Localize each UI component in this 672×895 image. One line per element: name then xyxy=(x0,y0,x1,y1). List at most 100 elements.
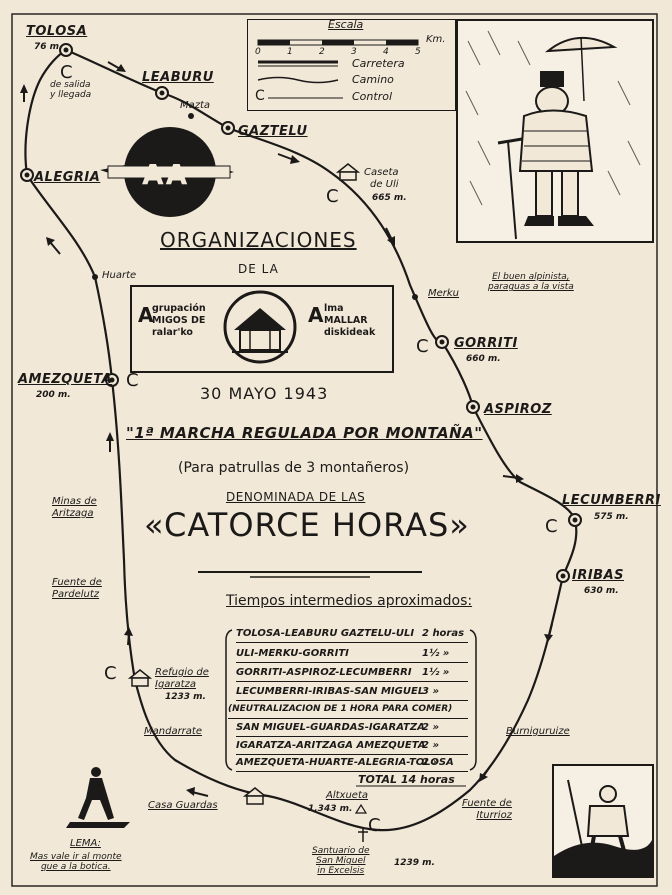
patrol-note: (Para patrullas de 3 montañeros) xyxy=(178,460,410,476)
arrow-gaztelu-uli xyxy=(277,153,300,164)
legend-control: Control xyxy=(352,90,393,103)
fuente-pardelutz-label: Fuente de Pardelutz xyxy=(52,577,102,600)
tick-1: 1 xyxy=(287,47,293,57)
control-marker: C xyxy=(326,186,339,207)
divider-rule xyxy=(198,571,422,578)
mazta-label: Mazta xyxy=(180,100,211,111)
arrow-alegria-north xyxy=(46,237,61,255)
direction-arrows xyxy=(20,61,553,797)
org-title: ORGANIZACIONES xyxy=(160,228,357,252)
merku-dot xyxy=(412,294,418,300)
control-marker: C xyxy=(416,336,429,357)
logo-right-line-3: diskideak xyxy=(324,327,376,338)
merku-label: Merku xyxy=(428,288,460,299)
aspiroz-dot-core xyxy=(470,404,476,410)
legend-title: Escala xyxy=(328,18,364,31)
minas-label: Minas de Aritzaga xyxy=(52,496,97,519)
arrow-west-north xyxy=(20,84,28,102)
lema-title: LEMA: xyxy=(70,838,101,849)
caseta-alt: 665 m. xyxy=(372,193,407,203)
tiempos-row: TOLOSA-LEABURU GAZTELU-ULI 2 horas xyxy=(236,628,468,643)
town-lecumberri-alt: 575 m. xyxy=(594,512,629,522)
leaburu-dot-core xyxy=(159,90,165,96)
map-border xyxy=(11,13,658,887)
logo-right: A xyxy=(308,305,323,326)
tiempos-row: ULI-MERKU-GORRITI 1½ » xyxy=(236,648,468,663)
control-marker: C xyxy=(104,663,117,684)
climber-drawing xyxy=(554,779,652,876)
huarte-label: Huarte xyxy=(102,270,137,281)
tiempos-value: 1½ » xyxy=(422,667,450,678)
santuario-cross-icon xyxy=(358,828,368,842)
tolosa-dot-core xyxy=(63,47,69,53)
logo-right-line-1: lma xyxy=(324,303,344,314)
event-date: 30 MAYO 1943 xyxy=(200,384,329,403)
town-alegria: ALEGRIA xyxy=(34,170,101,185)
town-tolosa: TOLOSA xyxy=(26,24,88,39)
tiempos-value: 3 » xyxy=(422,686,439,697)
altxueta-alt: 1.343 m. xyxy=(308,804,353,814)
denominada-text: DENOMINADA DE LAS xyxy=(226,490,366,504)
arrow-burniguruize xyxy=(479,764,492,782)
arrow-igaratza-north xyxy=(124,627,133,646)
casa-guardas-label: Casa Guardas xyxy=(148,800,218,811)
tiempos-value: 2 » xyxy=(422,740,439,751)
town-amezqueta-alt: 200 m. xyxy=(36,390,71,400)
arrow-uli-merku xyxy=(385,227,395,246)
tiempos-total: TOTAL 14 horas xyxy=(358,773,455,786)
arrow-aspiroz-lecumberri xyxy=(502,474,524,483)
tiempos-value: 2 » xyxy=(422,757,439,768)
santuario-alt: 1239 m. xyxy=(394,858,435,868)
tiempos-title: Tiempos intermedios aproximados: xyxy=(226,593,473,609)
logo-right-cap: A xyxy=(308,303,324,327)
emblem-letters: AA xyxy=(142,158,190,191)
logo-right-line-2: MALLAR xyxy=(324,315,368,326)
climber-illustration xyxy=(552,764,654,878)
tiempos-route: IGARATZA-ARITZAGA AMEZQUETA xyxy=(236,740,426,751)
legend-unit: Km. xyxy=(426,34,446,45)
town-aspiroz: ASPIROZ xyxy=(484,402,552,417)
caseta-label: Caseta de Uli xyxy=(364,167,399,190)
logo-left-line-3: ralar'ko xyxy=(152,327,193,338)
legend-camino: Camino xyxy=(352,73,394,86)
logo-right-lines: lma MALLAR diskideak xyxy=(324,303,375,339)
legend-control-symbol: C xyxy=(255,88,265,104)
logo-left-lines: grupación MIGOS DE ralar'ko xyxy=(152,303,206,339)
logo-left-line-2: MIGOS DE xyxy=(152,315,206,326)
logo-left-line-1: grupación xyxy=(152,303,206,314)
tiempos-route: AMEZQUETA-HUARTE-ALEGRIA-TOLOSA xyxy=(236,757,454,768)
huarte-dot xyxy=(92,274,98,280)
de-la-text: DE LA xyxy=(238,262,279,276)
legend-carretera: Carretera xyxy=(352,57,405,70)
tiempos-route: LECUMBERRI-IRIBAS-SAN MIGUEL xyxy=(236,686,425,697)
santuario-label: Santuario de San Miguel in Excelsis xyxy=(312,846,370,876)
town-gorriti-alt: 660 m. xyxy=(466,354,501,364)
alpinist-caption: El buen alpinista, paraguas a la vista xyxy=(488,272,574,292)
tiempos-value: 2 horas xyxy=(422,628,465,639)
tick-4: 4 xyxy=(383,47,389,57)
tiempos-route: ULI-MERKU-GORRITI xyxy=(236,648,349,659)
tiempos-route: SAN MIGUEL-GUARDAS-IGARATZA xyxy=(236,722,425,733)
town-tolosa-alt: 76 m. xyxy=(34,42,63,52)
logo-left-cap: A xyxy=(138,303,154,327)
lecumberri-dot-core xyxy=(572,517,578,523)
tick-0: 0 xyxy=(255,47,261,57)
tiempos-value: 1½ » xyxy=(422,648,450,659)
control-marker: C xyxy=(126,370,139,391)
tiempos-row: (NEUTRALIZACION DE 1 HORA PARA COMER) xyxy=(228,704,468,719)
tiempos-route: TOLOSA-LEABURU GAZTELU-ULI xyxy=(236,628,415,639)
arrow-casa-guardas xyxy=(186,787,209,797)
route-path xyxy=(24,48,578,832)
hut-emblem xyxy=(223,290,297,364)
refugio-alt: 1233 m. xyxy=(165,692,206,702)
refugio-label: Refugio de Igaratza xyxy=(155,667,209,690)
event-title: "1ª MARCHA REGULADA POR MONTAÑA" xyxy=(126,424,483,442)
salida-label: de salida y llegada xyxy=(50,80,92,100)
mazta-dot xyxy=(188,113,194,119)
